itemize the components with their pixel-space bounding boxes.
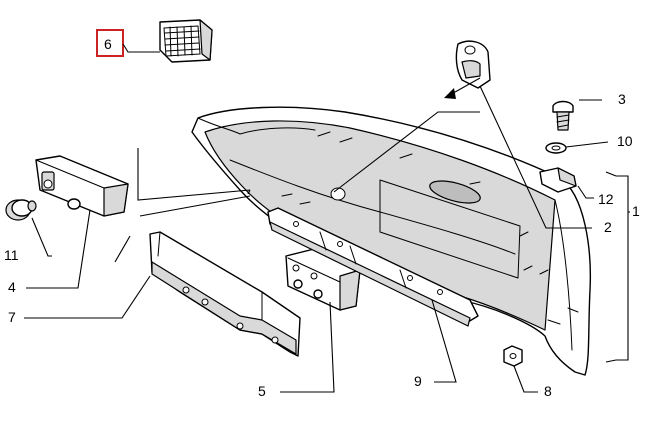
callout-5-label: 5	[258, 383, 266, 399]
part-8-hex-nut[interactable]	[503, 345, 523, 367]
callout-4-label: 4	[8, 279, 16, 295]
part-9-reinforcement-bar[interactable]	[267, 207, 479, 327]
callout-9-label: 9	[414, 373, 422, 389]
callout-7-label: 7	[8, 309, 16, 325]
callout-6-highlight-box	[96, 29, 124, 57]
part-1-rear-bumper[interactable]	[191, 106, 592, 376]
callout-2-label: 2	[604, 219, 612, 235]
callout-3-label: 3	[618, 91, 626, 107]
part-11-plug[interactable]	[5, 199, 37, 221]
callout-12-label: 12	[598, 191, 614, 207]
part-4-bracket[interactable]	[35, 155, 129, 217]
part-3-screw[interactable]	[552, 100, 574, 131]
part-10-washer[interactable]	[545, 142, 567, 154]
part-12-clip-nut[interactable]	[539, 167, 577, 193]
callout-11-label: 11	[4, 247, 19, 263]
part-7-mounting-bracket[interactable]	[149, 231, 301, 357]
leader-lines	[24, 85, 630, 393]
callout-10-label: 10	[617, 133, 633, 149]
part-2-cap[interactable]	[455, 40, 491, 89]
callout-6-label: 6	[104, 36, 112, 52]
callout-8-label: 8	[544, 383, 552, 399]
arrow-icon	[444, 77, 481, 99]
part-6-grille-insert[interactable]	[159, 19, 213, 63]
callout-1-label: 1	[632, 203, 640, 219]
